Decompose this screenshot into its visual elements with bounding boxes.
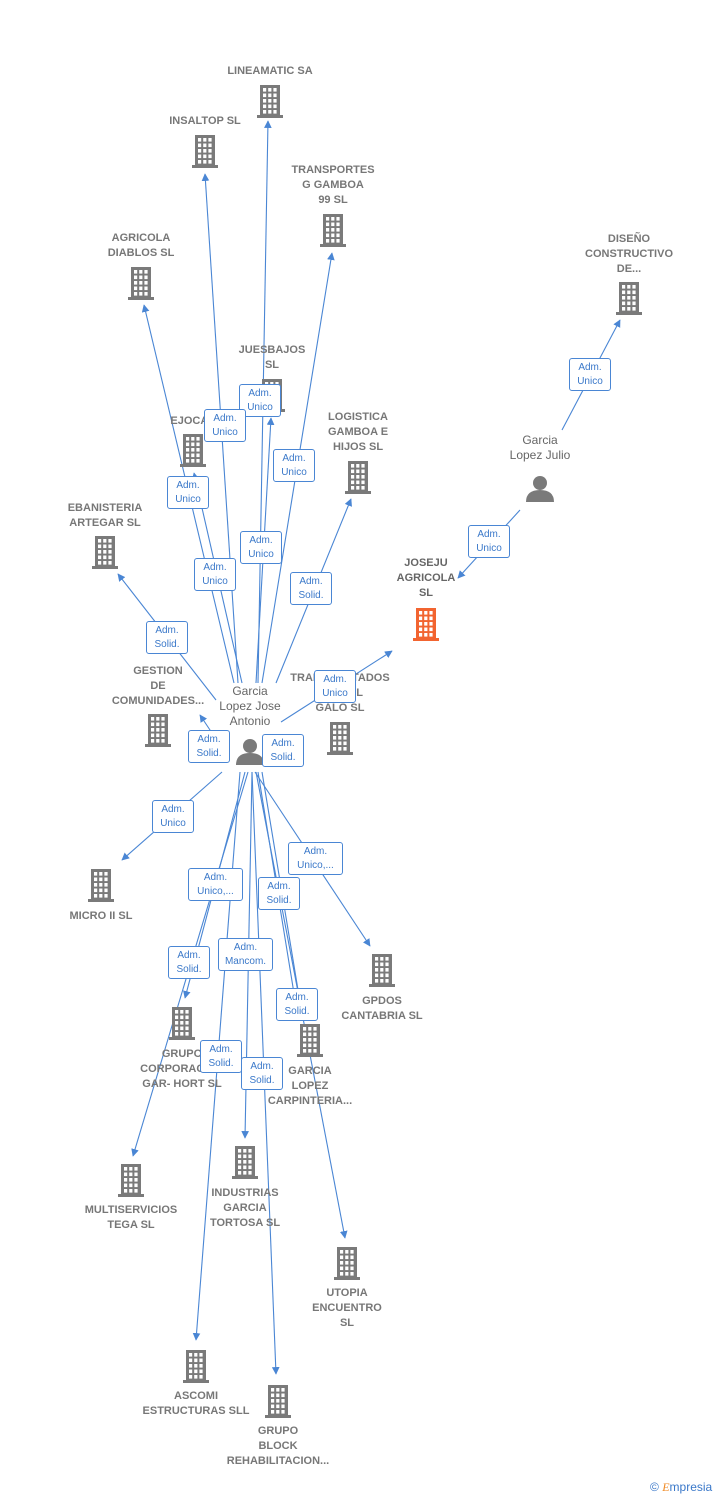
company-label-grupo_block[interactable]: GRUPO BLOCK REHABILITACION... [226, 1425, 330, 1467]
ascomi-building-icon[interactable] [183, 1350, 209, 1383]
role-badge[interactable]: Adm. Solid. [262, 734, 304, 767]
garcia_jose-person-icon[interactable] [236, 739, 264, 765]
role-badge[interactable]: Adm. Solid. [290, 572, 332, 605]
transportados-building-icon[interactable] [327, 722, 353, 755]
copyright-footer: © Empresia [650, 1480, 712, 1495]
role-badge[interactable]: Adm. Unico [204, 409, 246, 442]
multiservicios-building-icon[interactable] [118, 1164, 144, 1197]
gestion-building-icon[interactable] [145, 714, 171, 747]
company-label-industrias[interactable]: INDUSTRIAS GARCIA TORTOSA SL [209, 1187, 281, 1229]
role-badge[interactable]: Adm. Unico [314, 670, 356, 703]
brand-name: mpresia [669, 1480, 713, 1494]
role-badge[interactable]: Adm. Unico [468, 525, 510, 558]
ejocap-building-icon[interactable] [180, 434, 206, 467]
company-label-juesbajos[interactable]: JUESBAJOS SL [238, 344, 306, 371]
role-badge[interactable]: Adm. Solid. [241, 1057, 283, 1090]
utopia-building-icon[interactable] [334, 1247, 360, 1280]
person-label-garcia_jose[interactable]: Garcia Lopez Jose Antonio [219, 684, 281, 728]
company-label-logistica[interactable]: LOGISTICA GAMBOA E HIJOS SL [327, 411, 389, 453]
grupo_corp-building-icon[interactable] [169, 1007, 195, 1040]
company-label-ascomi[interactable]: ASCOMI ESTRUCTURAS SLL [142, 1390, 250, 1417]
role-badge[interactable]: Adm. Unico [167, 476, 209, 509]
brand-initial: E [662, 1480, 670, 1494]
gpdos-building-icon[interactable] [369, 954, 395, 987]
ebanisteria-building-icon[interactable] [92, 536, 118, 569]
role-badge[interactable]: Adm. Unico [152, 800, 194, 833]
role-badge[interactable]: Adm. Solid. [276, 988, 318, 1021]
role-badge[interactable]: Adm. Unico [194, 558, 236, 591]
role-badge[interactable]: Adm. Unico [239, 384, 281, 417]
joseju-building-icon[interactable] [413, 608, 439, 641]
role-badge[interactable]: Adm. Mancom. [218, 938, 273, 971]
company-label-utopia[interactable]: UTOPIA ENCUENTRO SL [312, 1287, 382, 1329]
lineamatic-building-icon[interactable] [257, 85, 283, 118]
company-label-transportes_gamboa[interactable]: TRANSPORTES G GAMBOA 99 SL [291, 164, 375, 206]
role-badge[interactable]: Adm. Unico,... [288, 842, 343, 875]
diseno-building-icon[interactable] [616, 282, 642, 315]
micro-building-icon[interactable] [88, 869, 114, 902]
role-badge[interactable]: Adm. Solid. [200, 1040, 242, 1073]
insaltop-building-icon[interactable] [192, 135, 218, 168]
role-badge[interactable]: Adm. Solid. [146, 621, 188, 654]
company-label-insaltop[interactable]: INSALTOP SL [169, 115, 241, 127]
company-label-lineamatic[interactable]: LINEAMATIC SA [227, 65, 313, 77]
role-badge[interactable]: Adm. Unico,... [188, 868, 243, 901]
role-badge[interactable]: Adm. Unico [273, 449, 315, 482]
garcia_julio-person-icon[interactable] [526, 476, 554, 502]
company-label-agricola_diablos[interactable]: AGRICOLA DIABLOS SL [107, 232, 175, 259]
company-label-ebanisteria[interactable]: EBANISTERIA ARTEGAR SL [67, 502, 143, 529]
company-label-diseno[interactable]: DISEÑO CONSTRUCTIVO DE... [585, 233, 673, 275]
logistica-building-icon[interactable] [345, 461, 371, 494]
agricola_diablos-building-icon[interactable] [128, 267, 154, 300]
person-label-garcia_julio[interactable]: Garcia Lopez Julio [509, 433, 571, 462]
transportes_gamboa-building-icon[interactable] [320, 214, 346, 247]
role-badge[interactable]: Adm. Solid. [188, 730, 230, 763]
company-label-garcia_lopez_carp[interactable]: GARCIA LOPEZ CARPINTERIA... [267, 1065, 353, 1107]
company-label-joseju[interactable]: JOSEJU AGRICOLA SL [396, 557, 456, 599]
company-label-grupo_corp[interactable]: GRUPO CORPORACION GAR- HORT SL [140, 1048, 224, 1090]
role-badge[interactable]: Adm. Solid. [168, 946, 210, 979]
role-badge[interactable]: Adm. Unico [240, 531, 282, 564]
company-label-micro[interactable]: MICRO II SL [69, 910, 133, 922]
copyright-symbol: © [650, 1480, 659, 1494]
industrias-building-icon[interactable] [232, 1146, 258, 1179]
role-badge[interactable]: Adm. Unico [569, 358, 611, 391]
role-badge[interactable]: Adm. Solid. [258, 877, 300, 910]
grupo_block-building-icon[interactable] [265, 1385, 291, 1418]
company-label-gpdos[interactable]: GPDOS CANTABRIA SL [341, 995, 423, 1022]
company-label-gestion[interactable]: GESTION DE COMUNIDADES... [111, 665, 205, 707]
company-label-multiservicios[interactable]: MULTISERVICIOS TEGA SL [84, 1204, 178, 1231]
garcia_lopez_carp-building-icon[interactable] [297, 1024, 323, 1057]
